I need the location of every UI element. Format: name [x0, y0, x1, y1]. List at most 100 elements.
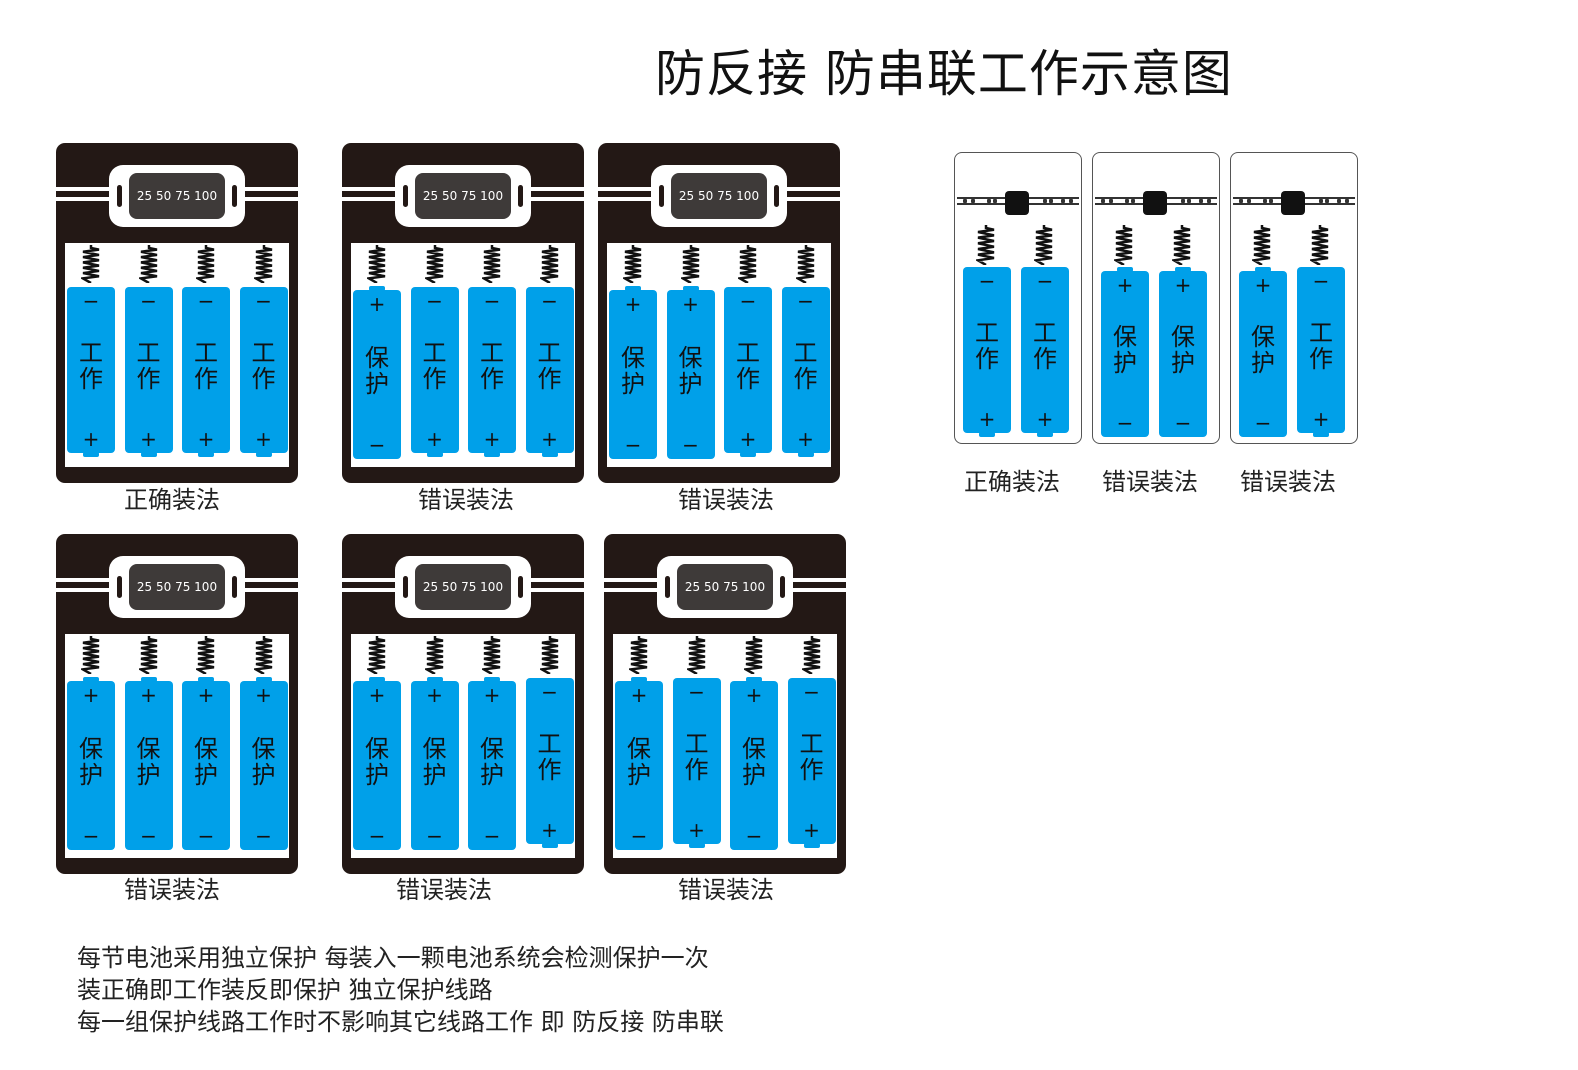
plus-sign: +	[82, 683, 100, 707]
rail-dot	[987, 199, 991, 203]
plus-sign: +	[803, 818, 820, 842]
display-tab	[117, 576, 122, 598]
battery-cell-protect: +保护−	[410, 677, 459, 850]
minus-sign: −	[426, 824, 443, 848]
box-caption: 错误装法	[678, 876, 774, 904]
cell-status-label: 工作	[480, 339, 504, 393]
minus-sign: −	[630, 824, 648, 848]
cell-status-label: 保护	[422, 734, 447, 789]
box-caption: 错误装法	[1102, 468, 1198, 496]
spring-icon	[744, 636, 764, 674]
battery-terminal	[688, 843, 705, 848]
minus-sign: −	[1174, 411, 1192, 435]
box-caption: 错误装法	[396, 876, 492, 904]
box-caption: 错误装法	[124, 876, 220, 904]
battery-cell-protect: +保护−	[615, 677, 663, 850]
spring-icon	[795, 245, 816, 283]
spring-icon	[801, 636, 822, 674]
spring-icon	[623, 245, 643, 283]
rail-dot	[1125, 199, 1129, 203]
rail-dot	[971, 199, 975, 203]
note-line-3: 每一组保护线路工作时不影响其它线路工作 即 防反接 防串联	[77, 1008, 724, 1036]
battery-tray: +保护−+保护−−工作+−工作+	[607, 243, 831, 467]
battery-terminal	[682, 286, 699, 291]
level-display: 25 50 75 100	[415, 173, 511, 219]
battery-tray: +保护−−工作++保护−−工作+	[613, 634, 837, 858]
battery-box-2-cell: +保护−−工作+	[1230, 152, 1358, 444]
cell-status-label: 保护	[621, 343, 645, 398]
cell-status-label: 工作	[1309, 319, 1333, 373]
spring-icon	[367, 636, 387, 674]
spring-icon	[253, 245, 274, 283]
plus-sign: +	[197, 427, 215, 451]
battery-terminal	[198, 677, 214, 682]
battery-cell-protect: +保护−	[124, 677, 173, 850]
cell-status-label: 保护	[136, 734, 161, 789]
battery-terminal	[625, 286, 641, 291]
battery-cell-protect: +保护−	[468, 677, 516, 850]
minus-sign: −	[483, 824, 501, 848]
rail-dot	[1207, 199, 1211, 203]
cell-status-label: 工作	[79, 339, 103, 393]
plus-sign: +	[624, 292, 642, 316]
plus-sign: +	[1254, 273, 1272, 297]
cell-status-label: 工作	[194, 339, 218, 393]
rail-dot	[1239, 199, 1243, 203]
plus-sign: +	[797, 427, 814, 451]
spring-icon	[196, 245, 216, 283]
display-tab	[518, 185, 523, 207]
battery-terminal	[484, 677, 500, 682]
rail-dot	[963, 199, 967, 203]
minus-sign: −	[255, 289, 272, 313]
battery-terminal	[541, 452, 558, 457]
rail-dot	[1263, 199, 1267, 203]
spring-icon	[424, 636, 445, 674]
minus-sign: −	[1254, 411, 1272, 435]
battery-cell-work: −工作+	[525, 678, 574, 848]
page-title: 防反接 防串联工作示意图	[655, 45, 1233, 103]
battery-cell-protect: +保护−	[239, 677, 288, 850]
battery-tray: +保护−+保护−+保护−+保护−	[65, 634, 289, 858]
cell-status-label: 工作	[136, 339, 161, 393]
plus-sign: +	[630, 683, 648, 707]
plus-sign: +	[255, 427, 272, 451]
plus-sign: +	[739, 427, 757, 451]
box-caption: 正确装法	[124, 486, 220, 514]
minus-sign: −	[426, 289, 443, 313]
cell-status-label: 工作	[684, 730, 709, 784]
cell-status-label: 工作	[422, 339, 447, 393]
plus-sign: +	[1312, 407, 1330, 431]
battery-cell-work: −工作+	[1021, 267, 1069, 437]
display-frame: 25 50 75 100	[395, 556, 531, 618]
display-tab	[232, 185, 237, 207]
battery-cell-work: −工作+	[781, 287, 830, 457]
rail-dot	[1131, 199, 1135, 203]
battery-box-4-cell: 25 50 75 100+保护−+保护−+保护−+保护−	[56, 534, 298, 874]
plus-sign: +	[541, 427, 558, 451]
battery-terminal	[484, 452, 500, 457]
spring-icon	[81, 245, 101, 283]
display-frame: 25 50 75 100	[657, 556, 793, 618]
rail-dot	[1325, 199, 1329, 203]
spring-icon	[1252, 225, 1272, 265]
display-tab	[403, 576, 408, 598]
box-caption: 正确装法	[964, 468, 1060, 496]
battery-cell-work: −工作+	[672, 678, 721, 848]
spring-icon	[253, 636, 274, 674]
minus-sign: −	[140, 824, 157, 848]
rail-dot	[1049, 199, 1053, 203]
battery-cell-protect: +保护−	[353, 677, 401, 850]
spring-icon	[196, 636, 216, 674]
cell-status-label: 保护	[1171, 323, 1195, 377]
cell-status-label: 保护	[194, 734, 218, 789]
battery-terminal	[198, 452, 214, 457]
plus-sign: +	[541, 818, 558, 842]
battery-cell-protect: +保护−	[730, 677, 778, 850]
battery-cell-protect: +保护−	[666, 286, 715, 459]
battery-cell-protect: +保护−	[1159, 267, 1207, 437]
battery-cell-protect: +保护−	[1101, 267, 1149, 437]
minus-sign: −	[1312, 269, 1330, 293]
battery-box-4-cell: 25 50 75 100+保护−+保护−−工作+−工作+	[598, 143, 840, 483]
display-tab	[665, 576, 670, 598]
rail-dot	[1269, 199, 1273, 203]
